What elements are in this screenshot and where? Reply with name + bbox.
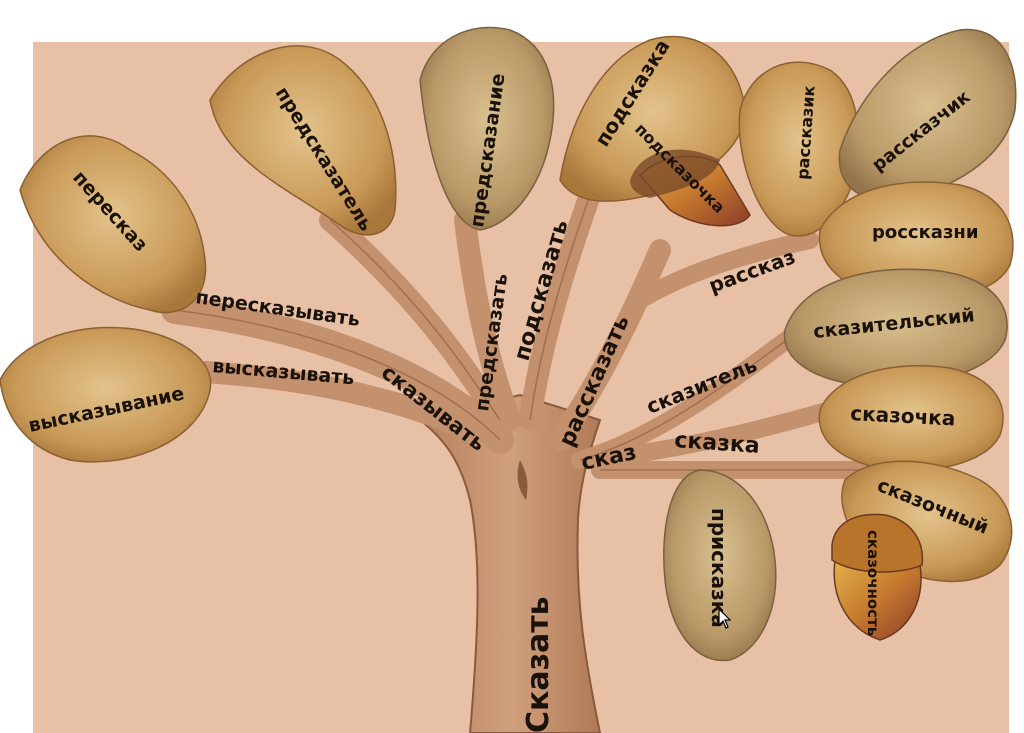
leaf-rasskazik [738, 61, 859, 237]
word-skazochka: сказочка [850, 401, 956, 430]
leaf-skazochka [818, 365, 1004, 471]
word-rosskazni: россказни [872, 222, 978, 243]
tree-trunk [417, 393, 602, 733]
word-priskazka: присказка [707, 508, 731, 628]
acorn-skazochnost [831, 513, 924, 641]
word-skazochnost: сказочность [864, 530, 882, 636]
word-skazka: сказка [674, 428, 761, 459]
mouse-cursor-icon [718, 608, 732, 629]
leaf-skazitelskiy [783, 268, 1008, 387]
leaf-pereskaz [19, 135, 207, 314]
leaf-priskazka [663, 469, 777, 662]
leaf-predskazanie [419, 26, 555, 231]
root-word: Сказать [521, 596, 556, 733]
acorn-podskazochka [630, 149, 751, 227]
leaf-vyskazyvanie [0, 326, 212, 463]
leaves [0, 26, 1017, 662]
branch-outlines [174, 194, 860, 471]
trunk-knot [517, 460, 528, 500]
leaf-predskazatel [209, 45, 397, 236]
